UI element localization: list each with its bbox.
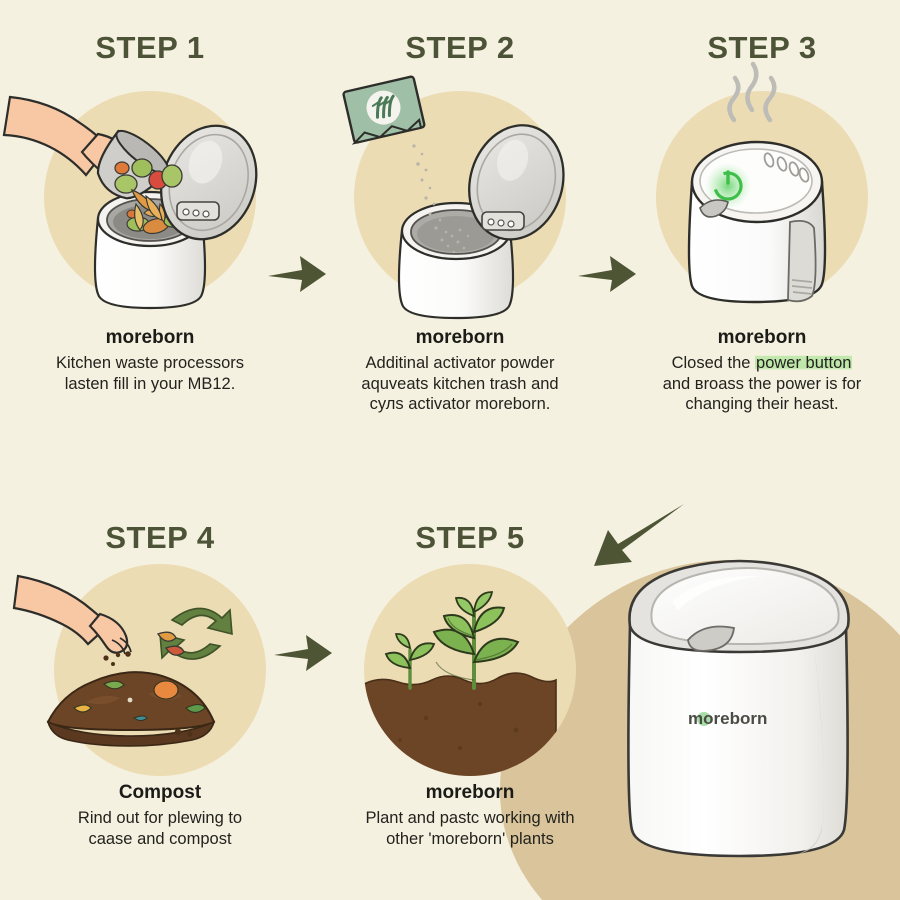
step-4: STEP 4 (12, 520, 300, 849)
power-button-glow (705, 163, 751, 209)
step-1-illustration (2, 72, 280, 322)
step-5-body-line-2: other 'moreborn' plants (386, 829, 554, 848)
step-3-title: STEP 3 (707, 30, 817, 65)
step-3-body-line-1: Closed the power button (629, 353, 895, 374)
product-logo: moreborn (688, 709, 767, 728)
step-1-body-line-2: lasten fill in your MB12. (64, 374, 236, 393)
powder-sachet-pour-icon (342, 75, 565, 320)
step-4-body-line-1: Rind out for plewing to (77, 808, 243, 827)
product-render: moreborn (600, 530, 900, 890)
step-2: STEP 2 (320, 30, 600, 415)
step-4-illustration (12, 562, 290, 777)
step-1-brand: moreborn (105, 327, 195, 348)
running-composter-steam-icon (687, 61, 827, 304)
step-2-body-line-3: сулs activator moreborn. (369, 395, 551, 414)
step-3-caption: moreborn Closed the power button and вro… (629, 326, 895, 415)
hand-pouring-scraps-icon (2, 95, 258, 310)
step-3: STEP 3 (622, 30, 900, 415)
step-1-title: STEP 1 (95, 30, 205, 65)
step-5-body-line-1: Plant and pastc working with (365, 808, 575, 827)
step-5-brand: moreborn (425, 782, 515, 803)
step-5-caption: moreborn Plant and pastc working with ot… (337, 781, 603, 849)
step-2-caption: moreborn Additinal activator powder aquv… (327, 326, 593, 415)
arrow-step2-to-step3 (578, 256, 636, 292)
step-2-illustration (330, 72, 590, 322)
seedlings-in-soil-icon (364, 591, 557, 776)
step-1-caption: moreborn Kitchen waste processors lasten… (17, 326, 283, 394)
step-3-illustration (632, 61, 892, 322)
power-button-highlight: power button (755, 353, 853, 372)
step-4-caption: Compost Rind out for plewing to caase an… (27, 781, 293, 849)
step-3-body-line-3: changing their heast. (685, 395, 839, 414)
step-4-brand: Compost (118, 782, 202, 803)
step-2-body-line-1: Additinal activator powder (365, 353, 555, 372)
step-3-body-prefix: Closed the (671, 353, 756, 372)
step-3-brand: moreborn (717, 327, 807, 348)
step-2-body-line-2: aquveats kitchen trash and (361, 374, 559, 393)
step-1-body-line-1: Kitchen waste processors (55, 353, 244, 372)
arrow-step1-to-step2 (268, 256, 326, 292)
arrow-step4-to-step5 (274, 635, 332, 671)
lid-latch (687, 625, 735, 652)
step-3-body-line-2: and вroass the power is for (662, 374, 862, 393)
step-2-title: STEP 2 (405, 30, 515, 65)
compost-pile-icon (12, 574, 233, 747)
arrow-to-product (594, 504, 684, 566)
step-1: STEP 1 (2, 30, 290, 394)
step-5-title: STEP 5 (415, 520, 525, 555)
step-5-illustration (340, 562, 600, 777)
step-4-body-line-2: caase and compost (88, 829, 232, 848)
step-2-brand: moreborn (415, 327, 505, 348)
composter-product-icon: moreborn (627, 559, 850, 858)
product-logo-text: moreborn (688, 709, 767, 728)
step-5: STEP 5 (330, 520, 610, 849)
step-4-title: STEP 4 (105, 520, 215, 555)
